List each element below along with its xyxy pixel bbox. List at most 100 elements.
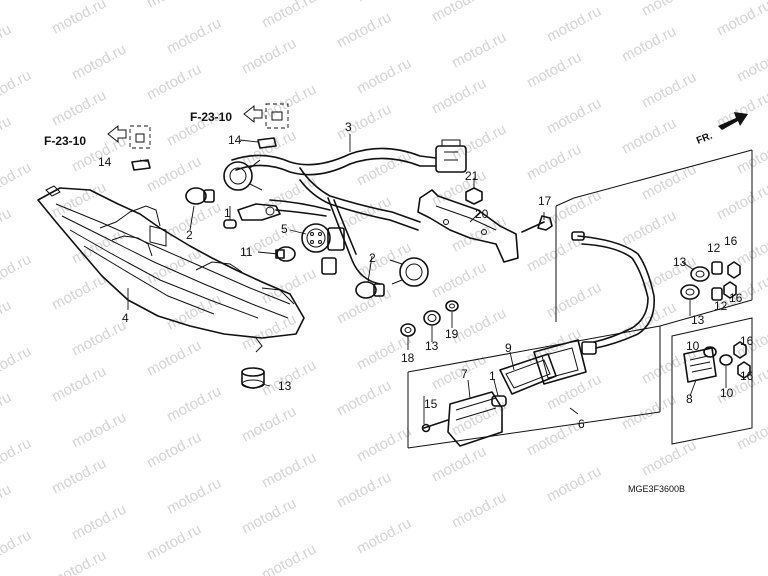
- watermark-text: motod.ru: [449, 121, 509, 164]
- watermark-text: motod.ru: [69, 317, 129, 360]
- bulb-stop-tail-lower: [355, 281, 385, 299]
- part-number-label: 21: [465, 169, 479, 183]
- watermark-text: motod.ru: [0, 297, 14, 340]
- watermark-text: motod.ru: [354, 147, 414, 190]
- watermark-text: motod.ru: [429, 0, 489, 26]
- part-number-label: 6: [578, 417, 585, 431]
- part-number-label: 16: [740, 369, 754, 383]
- license-light-group: [407, 149, 753, 449]
- grommet-13-right-upper: [690, 266, 710, 282]
- watermark-text: motod.ru: [259, 173, 319, 216]
- nut-16-c: [733, 341, 747, 359]
- watermark-text: motod.ru: [144, 521, 204, 564]
- watermark-text: motod.ru: [524, 233, 584, 276]
- part-number-label: 14: [228, 133, 242, 147]
- watermark-text: motod.ru: [524, 141, 584, 184]
- watermark-text: motod.ru: [0, 343, 34, 386]
- watermark-text: motod.ru: [619, 115, 679, 158]
- watermark-text: motod.ru: [259, 81, 319, 124]
- watermark-text: motod.ru: [49, 363, 109, 406]
- watermark-text: motod.ru: [69, 501, 129, 544]
- watermark-text: motod.ru: [524, 417, 584, 460]
- bulb-wedge-small: [223, 219, 237, 229]
- part-number-label: 16: [724, 234, 738, 248]
- collar-10-b: [719, 354, 733, 366]
- leader-lines: [127, 134, 727, 424]
- watermark-text: motod.ru: [619, 23, 679, 66]
- nut-16-a: [727, 261, 741, 279]
- watermark-text: motod.ru: [354, 515, 414, 558]
- watermark-text: motod.ru: [429, 75, 489, 118]
- collar-12-upper: [711, 261, 723, 275]
- part-number-label: 20: [475, 207, 489, 221]
- part-number-label: 8: [686, 392, 693, 406]
- part-number-label: 14: [98, 155, 112, 169]
- part-number-label: 13: [691, 313, 705, 327]
- watermark-text: motod.ru: [239, 35, 299, 78]
- part-number-label: 13: [673, 255, 687, 269]
- watermark-text: motod.ru: [0, 435, 34, 478]
- part-number-label: 16: [740, 334, 754, 348]
- tail-light-housing: [37, 185, 305, 353]
- part-number-label: 11: [240, 245, 253, 259]
- watermark-text: motod.ru: [49, 0, 109, 38]
- nut-16-d: [737, 361, 751, 379]
- watermark-text: motod.ru: [0, 113, 14, 156]
- part-number-label: 17: [538, 194, 552, 208]
- part-number-label: 15: [424, 397, 438, 411]
- front-indicator-label: FR.: [695, 130, 714, 146]
- watermark-text: motod.ru: [0, 251, 34, 294]
- watermark-text: motod.ru: [0, 159, 34, 202]
- watermark-text: motod.ru: [619, 207, 679, 250]
- washer-19: [445, 300, 459, 312]
- watermark-text: motod.ru: [69, 409, 129, 452]
- watermark-text: motod.ru: [239, 495, 299, 538]
- grommet-13-center: [423, 310, 441, 326]
- bracket: [417, 189, 519, 263]
- nut-21: [465, 187, 483, 205]
- watermark-text: motod.ru: [144, 245, 204, 288]
- part-number-label: 9: [505, 341, 512, 355]
- watermark-text: motod.ru: [164, 383, 224, 426]
- part-number-label: 13: [425, 339, 439, 353]
- watermark-text: motod.ru: [0, 389, 14, 432]
- watermark-text: motod.ru: [734, 135, 768, 178]
- collar-10-a: [703, 346, 717, 358]
- watermark-text: motod.ru: [49, 87, 109, 130]
- watermark-text: motod.ru: [259, 265, 319, 308]
- part-number-label: 19: [445, 327, 459, 341]
- part-number-label: 13: [278, 379, 292, 393]
- part-number-label: 10: [720, 386, 734, 400]
- part-number-label: 12: [707, 241, 721, 255]
- wedge-bulb-socket: [237, 203, 281, 221]
- watermark-text: motod.ru: [239, 403, 299, 446]
- watermark-text: motod.ru: [144, 337, 204, 380]
- watermark-text: motod.ru: [164, 15, 224, 58]
- watermark-text: motod.ru: [49, 271, 109, 314]
- watermark-text: motod.ru: [544, 95, 604, 138]
- part-number-label: 7: [461, 367, 468, 381]
- part-number-label: 12: [714, 299, 728, 313]
- watermark-text: motod.ru: [714, 0, 768, 40]
- page-ref-left: F-23-10: [44, 134, 86, 148]
- watermark-text: motod.ru: [449, 489, 509, 532]
- bulb-11: [275, 246, 296, 262]
- collar-12-lower: [711, 287, 723, 301]
- watermark-text: motod.ru: [354, 0, 414, 6]
- watermark-text: motod.ru: [144, 0, 204, 12]
- watermark-text: motod.ru: [0, 67, 34, 110]
- watermark-text: motod.ru: [429, 443, 489, 486]
- watermark-text: motod.ru: [334, 377, 394, 420]
- watermark-text: motod.ru: [164, 475, 224, 518]
- watermark-text: motod.ru: [619, 299, 679, 342]
- watermark-text: motod.ru: [524, 49, 584, 92]
- watermark-text: motod.ru: [0, 481, 14, 524]
- bulb-stop-tail-upper: [185, 187, 215, 205]
- watermark-text: motod.ru: [544, 279, 604, 322]
- watermark-text: motod.ru: [639, 437, 699, 480]
- watermark-text: motod.ru: [714, 181, 768, 224]
- watermark-text: motod.ru: [544, 187, 604, 230]
- watermark-text: motod.ru: [734, 43, 768, 86]
